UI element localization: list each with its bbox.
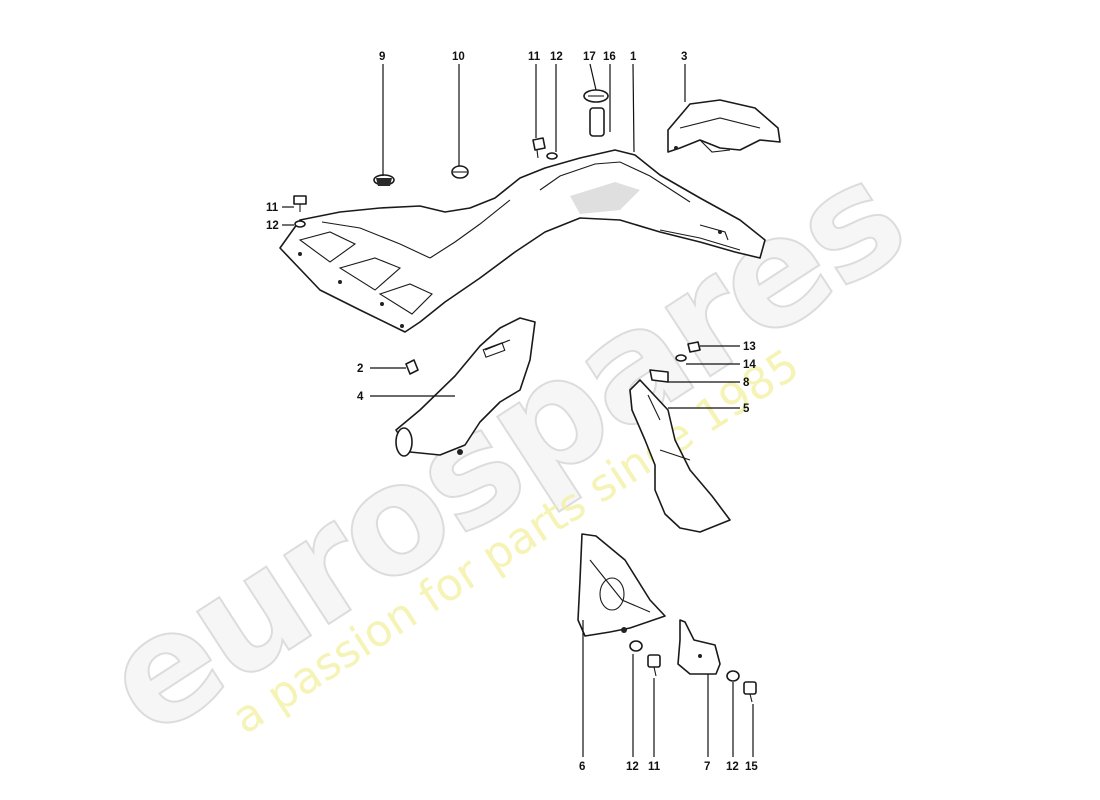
callout-numbers: 9 10 11 12 17 16 1 3 11 12 2 4 13 14 8 5… <box>266 51 758 773</box>
washer-12-bottom-b <box>726 670 740 682</box>
curved-hose <box>629 379 731 533</box>
callout-1: 1 <box>630 51 637 63</box>
callout-6: 6 <box>579 761 585 773</box>
callout-17: 17 <box>583 51 596 63</box>
leader-lines <box>282 63 754 757</box>
fastener-bolt-11-left <box>293 195 307 212</box>
fastener-washer-12-left <box>294 220 306 228</box>
callout-7: 7 <box>704 761 710 773</box>
fastener-cap-17 <box>583 89 609 103</box>
callout-5: 5 <box>743 403 750 415</box>
fastener-bolt-11-top <box>532 137 546 159</box>
callout-8: 8 <box>743 377 750 389</box>
clip-2 <box>405 359 419 375</box>
bolt-15 <box>743 681 757 703</box>
engine-cover-tray <box>279 149 766 333</box>
air-duct <box>395 317 536 457</box>
fastener-sleeve-16 <box>589 107 605 137</box>
callout-12-top: 12 <box>550 51 563 63</box>
callout-11-left: 11 <box>266 202 279 214</box>
callout-14: 14 <box>743 359 756 371</box>
callout-12-left: 12 <box>266 220 279 232</box>
washer-14 <box>675 354 687 362</box>
callout-11-top: 11 <box>528 51 541 63</box>
callout-10: 10 <box>452 51 465 63</box>
callout-3: 3 <box>681 51 687 63</box>
callout-11-bottom: 11 <box>648 761 661 773</box>
plate-7 <box>677 619 721 675</box>
bolt-13 <box>687 341 701 353</box>
washer-12-bottom-a <box>629 640 643 652</box>
upper-shroud <box>667 99 781 153</box>
bolt-11-bottom <box>647 654 661 677</box>
callout-9: 9 <box>379 51 385 63</box>
fastener-plug-10 <box>451 165 469 179</box>
callout-15: 15 <box>745 761 758 773</box>
callout-12-bottom-b: 12 <box>726 761 739 773</box>
fastener-grommet-9 <box>373 174 395 186</box>
callout-13: 13 <box>743 341 756 353</box>
callout-12-bottom-a: 12 <box>626 761 639 773</box>
callout-2: 2 <box>357 363 363 375</box>
callout-4: 4 <box>357 391 364 403</box>
bottom-bracket-6 <box>577 533 666 637</box>
fastener-washer-12-top <box>546 152 558 160</box>
bracket-8 <box>649 369 669 383</box>
callout-16: 16 <box>603 51 616 63</box>
